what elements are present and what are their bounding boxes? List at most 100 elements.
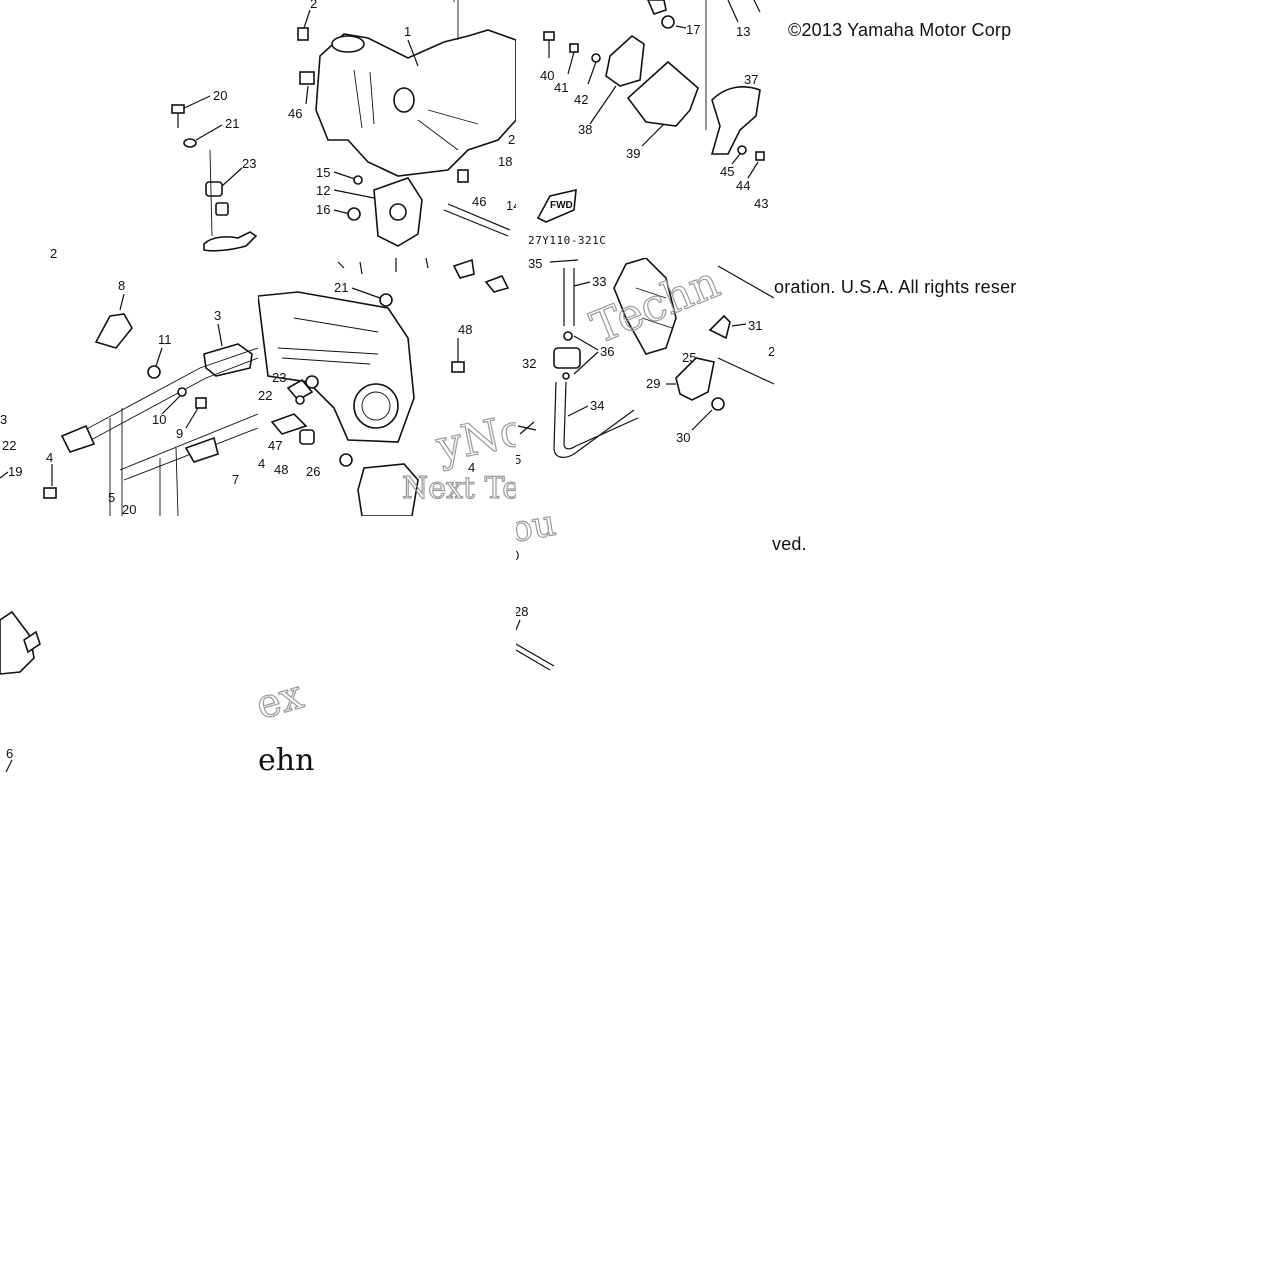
drawing-code: 27Y110-321C xyxy=(528,234,606,247)
bolt-part xyxy=(543,31,555,41)
callout-12: 12 xyxy=(316,183,330,198)
collar-part xyxy=(215,202,229,216)
bracket-part xyxy=(0,610,35,675)
callout-2-mid: 2 xyxy=(508,132,515,147)
diagram-tile-middle-left: 8 11 3 10 9 3 22 19 4 xyxy=(0,258,258,516)
gusset-part xyxy=(184,436,219,463)
leader-line xyxy=(549,259,579,263)
callout-46-left: 46 xyxy=(288,106,302,121)
leader-line xyxy=(573,335,599,375)
bracket-hole xyxy=(389,203,407,221)
rod-part xyxy=(516,649,551,671)
bolt-part xyxy=(297,27,309,41)
bracket-rib xyxy=(277,317,379,365)
filter-part xyxy=(553,347,581,369)
diagram-tile-top-center-svg: 2 1 46 2 18 15 12 16 xyxy=(288,0,516,247)
washer-part xyxy=(379,293,393,307)
watermark-text: ex xyxy=(258,672,309,729)
callout-48-right: 48 xyxy=(458,322,472,337)
callout-43: 43 xyxy=(754,196,768,211)
callout-5-left: 5 xyxy=(108,490,115,505)
leader-line xyxy=(587,61,597,85)
leader-line xyxy=(641,123,665,147)
bolt-part xyxy=(755,151,765,161)
callout-29: 29 xyxy=(646,376,660,391)
collar-part xyxy=(299,429,315,445)
callout-16: 16 xyxy=(316,202,330,217)
washer-part xyxy=(177,387,187,397)
nut-part xyxy=(299,71,315,85)
callout-9: 9 xyxy=(176,426,183,441)
diagram-tile-center-svg: 21 48 23 22 47 48 26 4 4 xyxy=(258,258,516,516)
diagram-tile-top-center: 2 1 46 2 18 15 12 16 xyxy=(258,0,516,258)
leader-line xyxy=(675,25,687,29)
bolt-part xyxy=(43,487,57,499)
steering-head-part xyxy=(331,35,365,53)
callout-7: 7 xyxy=(232,472,239,487)
frame-bracket-part xyxy=(613,258,677,355)
bracket-part xyxy=(203,231,258,252)
callout-31: 31 xyxy=(748,318,762,333)
copyright-line-2: oration. U.S.A. All rights reser xyxy=(774,277,1017,297)
nut-part xyxy=(661,15,675,29)
copyright-line-3: ved. xyxy=(772,534,807,554)
rod-part xyxy=(516,643,555,667)
callout-40: 40 xyxy=(540,68,554,83)
frame-rib xyxy=(353,69,375,129)
callout-37: 37 xyxy=(744,72,758,87)
frame-rail xyxy=(75,357,258,449)
nut-part xyxy=(339,453,353,467)
callout-13: 13 xyxy=(736,24,750,39)
callout-2-right: 2 xyxy=(768,344,774,359)
diagram-tile-center: 21 48 23 22 47 48 26 4 4 xyxy=(258,258,516,516)
clip-part xyxy=(563,331,573,341)
leader-line xyxy=(5,759,13,773)
watermark-text: ou xyxy=(516,516,559,551)
copyright-line-1: ©2013 Yamaha Motor Corp xyxy=(788,20,1012,40)
callout-21-center: 21 xyxy=(334,280,348,295)
diagram-tile-middle-left-svg: 8 11 3 10 9 3 22 19 4 xyxy=(0,278,258,516)
callout-36: 36 xyxy=(600,344,614,359)
leader-line xyxy=(351,287,381,299)
callout-4-right: 4 xyxy=(468,460,475,475)
washer-part xyxy=(295,395,305,405)
callout-3: 3 xyxy=(214,308,221,323)
leader-line xyxy=(516,619,521,631)
lower-plate-part xyxy=(357,463,419,516)
frame-rail xyxy=(69,347,258,439)
bracket-part xyxy=(270,413,308,435)
callout-15: 15 xyxy=(316,165,330,180)
leader-line xyxy=(691,409,713,431)
callout-2-top-left: 2 xyxy=(50,246,57,258)
callout-4-left: 4 xyxy=(46,450,53,465)
bracket-bore xyxy=(353,383,399,429)
guard-part xyxy=(605,34,645,87)
bolt-part xyxy=(195,397,207,409)
gusset-part xyxy=(60,424,96,453)
diagram-tile-bottom-right: ou 0 28 xyxy=(516,516,774,774)
bolt-part xyxy=(337,258,429,275)
leader-line xyxy=(589,85,617,125)
diagram-tile-top-right: 17 13 40 41 42 38 39 37 xyxy=(516,0,774,258)
fwd-tag xyxy=(536,188,577,223)
callout-32: 32 xyxy=(522,356,536,371)
main-frame-part xyxy=(315,29,516,177)
diagram-tile-bottom-center-svg: ex ehn xyxy=(258,671,314,774)
frame-edge xyxy=(453,0,459,40)
callout-45: 45 xyxy=(720,164,734,179)
callout-30: 30 xyxy=(676,430,690,445)
bolt-part xyxy=(569,43,579,53)
diagram-tile-bottom-center: ex ehn xyxy=(258,516,516,774)
leader-line xyxy=(727,0,761,23)
callout-22-center: 22 xyxy=(258,388,272,403)
leader-line xyxy=(195,124,223,141)
leader-line xyxy=(573,281,591,287)
callout-46-right: 46 xyxy=(472,194,486,209)
leader-line xyxy=(179,95,211,111)
bracket-part xyxy=(708,314,731,340)
callout-2-top: 2 xyxy=(310,0,317,11)
diagram-tile-bottom-left-svg: 6 xyxy=(0,610,41,773)
bolt-part xyxy=(171,104,185,114)
callout-38: 38 xyxy=(578,122,592,137)
cover-part xyxy=(626,60,699,127)
